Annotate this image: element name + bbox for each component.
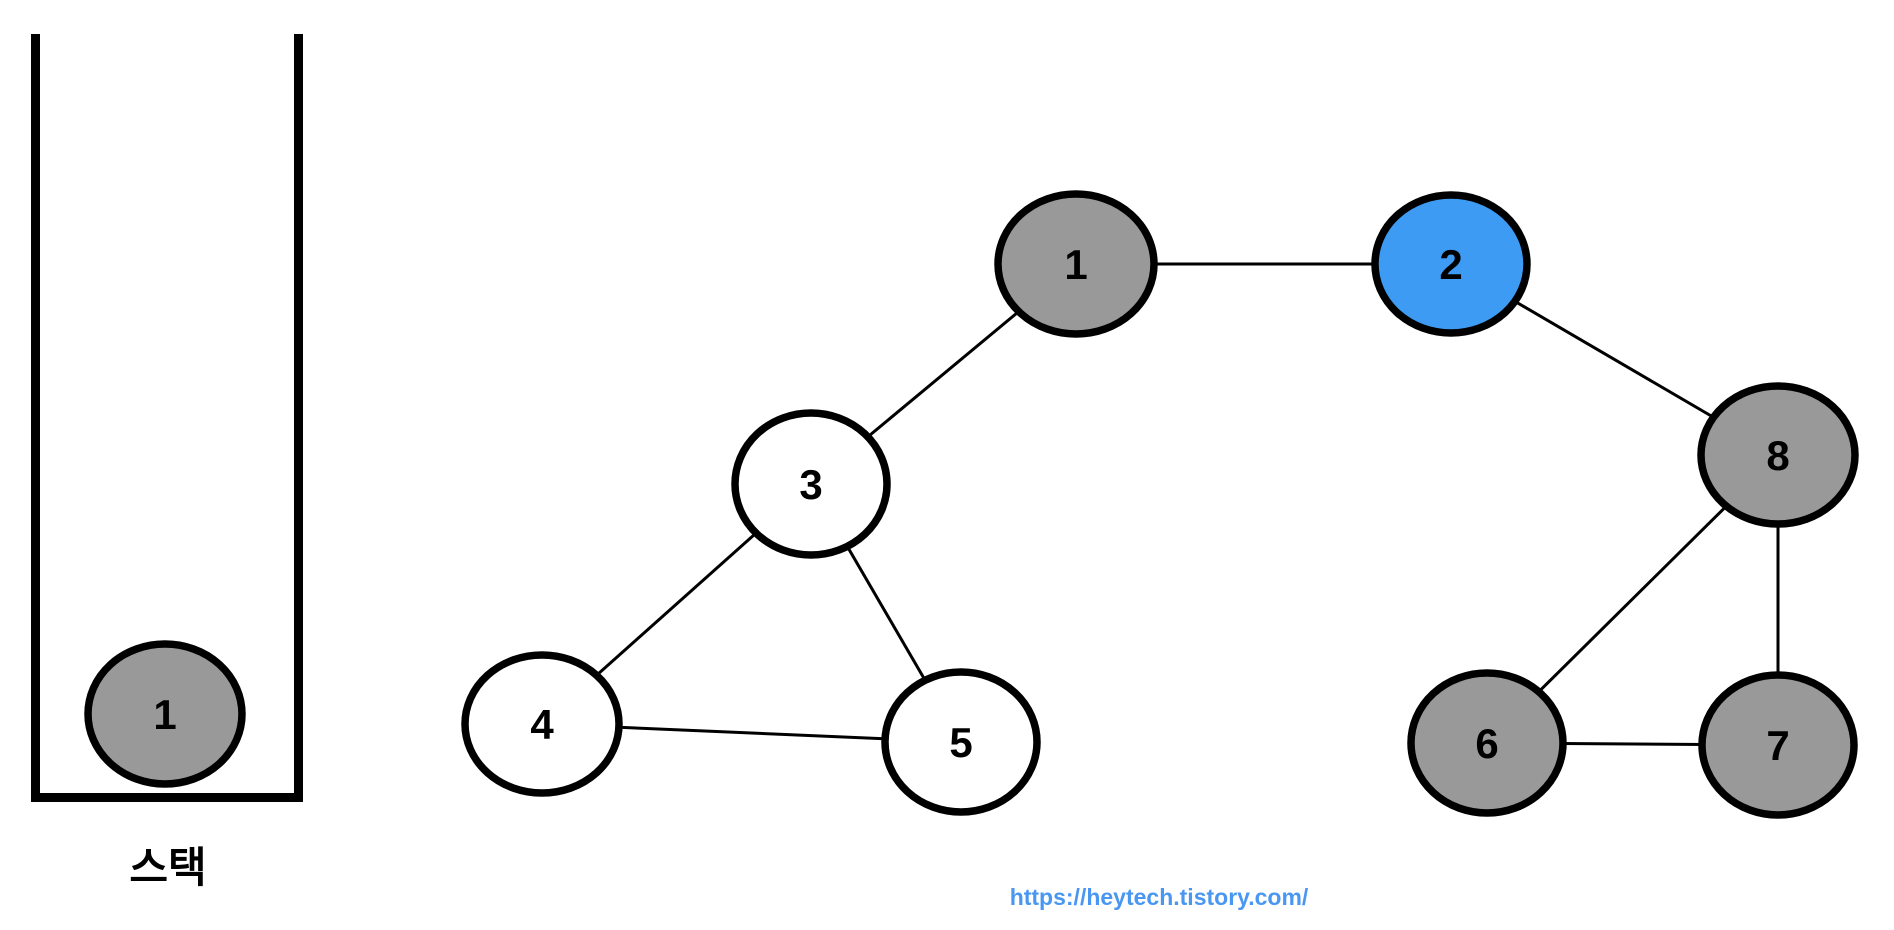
graph-node-1 <box>994 190 1158 338</box>
graph-node-label-6: 6 <box>1475 720 1498 767</box>
stack-items: 1 <box>84 640 246 788</box>
graph-nodes: 1 2 3 4 5 6 7 8 <box>461 190 1859 819</box>
graph-node-label-2: 2 <box>1439 241 1462 288</box>
graph-node-6 <box>1407 669 1567 817</box>
graph-node-5 <box>881 668 1041 816</box>
stack-container <box>31 34 303 802</box>
graph-node-2 <box>1371 191 1531 337</box>
stack-label: 스택 <box>129 844 206 891</box>
graph-node-label-5: 5 <box>949 719 972 766</box>
graph-node-4 <box>461 651 623 797</box>
graph-edges <box>541 262 1780 747</box>
stack-floor <box>31 793 303 802</box>
graph-node-label-4: 4 <box>530 701 554 748</box>
stack-right-wall <box>294 34 303 802</box>
graph-node-8 <box>1697 382 1859 528</box>
stack-item-label: 1 <box>153 691 176 738</box>
stack-left-wall <box>31 34 40 802</box>
graph-node-label-3: 3 <box>799 461 822 508</box>
graph-node-label-8: 8 <box>1766 432 1789 479</box>
graph-node-3 <box>731 409 891 559</box>
graph-node-label-1: 1 <box>1064 241 1087 288</box>
site-link[interactable]: https://heytech.tistory.com/ <box>1010 884 1309 910</box>
graph-node-7 <box>1698 671 1858 819</box>
graph-node-label-7: 7 <box>1766 722 1789 769</box>
stack-item-node <box>84 640 246 788</box>
